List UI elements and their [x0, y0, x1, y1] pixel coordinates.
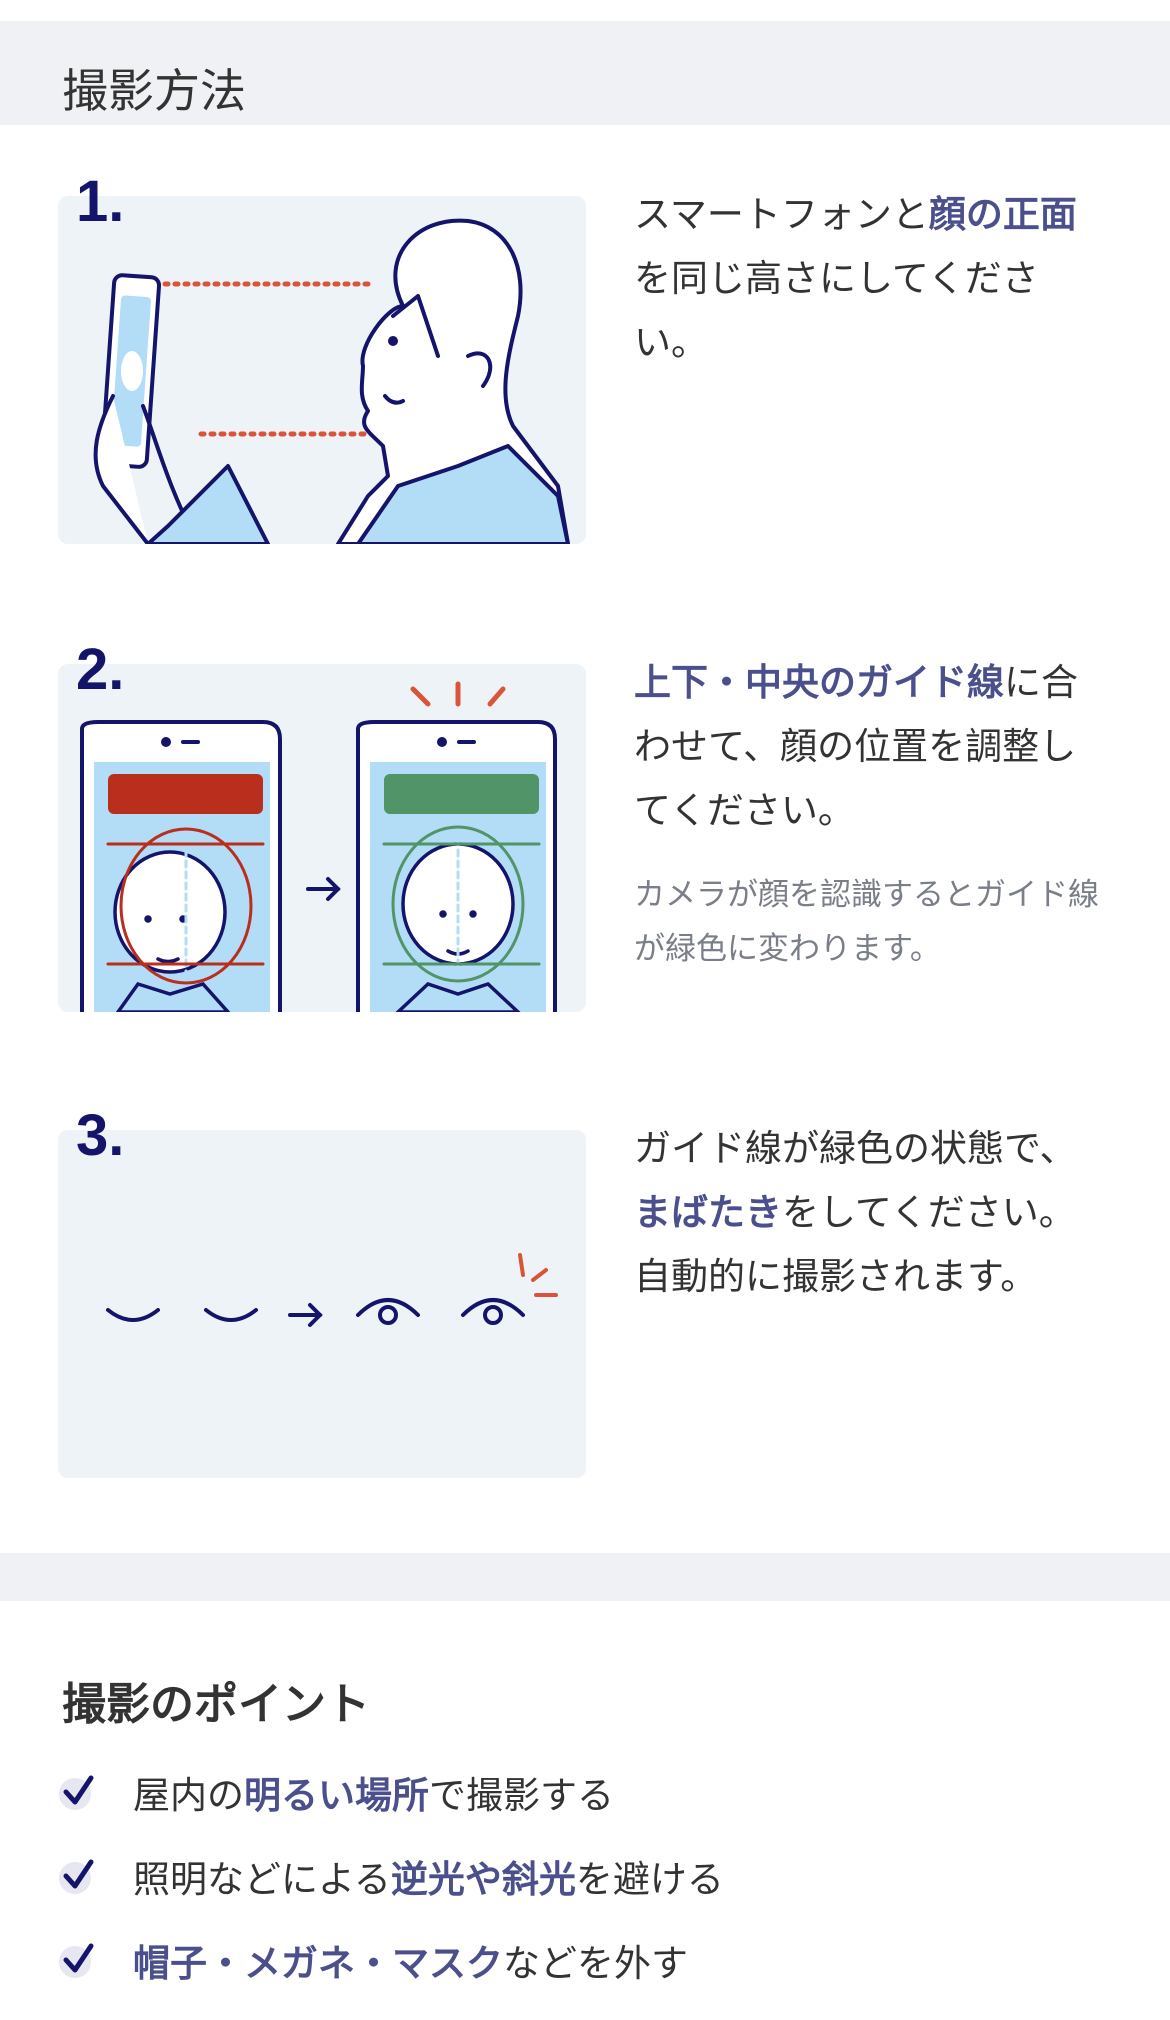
text-highlight: 上下・中央のガイド線: [634, 661, 1004, 704]
point-item: 屋内の明るい場所で撮影する: [58, 1762, 614, 1822]
text-segment: に合わせて、顔の位置を調整してください。: [634, 661, 1078, 832]
text-segment: を避ける: [575, 1858, 724, 1901]
text-segment: などを外す: [503, 1942, 688, 1985]
point-item: 照明などによる逆光や斜光を避ける: [58, 1846, 724, 1906]
step-1-illustration: [58, 196, 586, 544]
section-header: 撮影方法: [0, 21, 1170, 125]
text-segment: ガイド線が緑色の状態で、: [634, 1127, 1077, 1170]
points-title: 撮影のポイント: [62, 1679, 370, 1730]
step-1-text: スマートフォンと顔の正面を同じ高さにしてください。: [634, 183, 1104, 375]
text-highlight: 帽子・メガネ・マスク: [133, 1942, 503, 1985]
check-icon: [58, 1770, 102, 1814]
step-2-illustration: [58, 664, 586, 1012]
check-icon: [58, 1938, 102, 1982]
text-segment: スマートフォンと: [634, 193, 929, 236]
text-highlight: 明るい場所: [244, 1774, 429, 1817]
step-3-text: ガイド線が緑色の状態で、まばたきをしてください。自動的に撮影されます。: [634, 1117, 1104, 1309]
step-2-text: 上下・中央のガイド線に合わせて、顔の位置を調整してください。: [634, 651, 1104, 843]
text-highlight: まばたき: [634, 1191, 782, 1234]
text-segment: 屋内の: [133, 1774, 244, 1817]
text-segment: 照明などによる: [133, 1858, 391, 1901]
text-segment: をしてください。自動的に撮影されます。: [634, 1191, 1076, 1298]
check-icon: [58, 1854, 102, 1898]
section-divider: [0, 1553, 1170, 1601]
text-highlight: 顔の正面: [928, 193, 1077, 236]
text-highlight: 逆光や斜光: [390, 1858, 576, 1901]
step-3-illustration: [58, 1130, 586, 1478]
text-segment: を同じ高さにしてください。: [634, 257, 1039, 364]
step-number: 3.: [76, 1103, 125, 1168]
text-segment: で撮影する: [429, 1774, 614, 1817]
step-2-note: カメラが顔を認識するとガイド線が緑色に変わります。: [634, 877, 1099, 967]
step-number: 1.: [76, 169, 125, 234]
point-item: 帽子・メガネ・マスクなどを外す: [58, 1930, 688, 1990]
step-number: 2.: [76, 637, 125, 702]
section-title: 撮影方法: [62, 64, 246, 118]
